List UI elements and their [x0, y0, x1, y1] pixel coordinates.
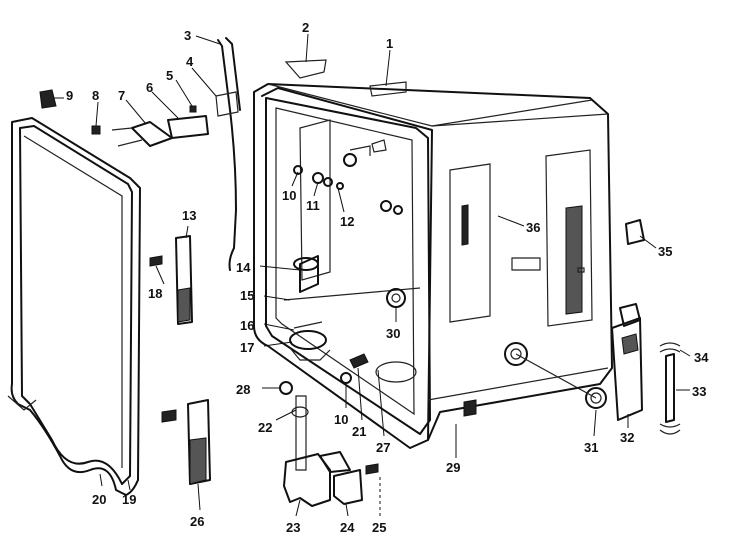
callout-35: 35	[658, 244, 672, 259]
top-brackets	[39, 37, 407, 271]
callout-9: 9	[66, 88, 73, 103]
callout-20: 20	[92, 492, 106, 507]
callout-21: 21	[352, 424, 366, 439]
callout-3: 3	[184, 28, 191, 43]
callout-17: 17	[240, 340, 254, 355]
callout-14: 14	[236, 260, 251, 275]
callout-32: 32	[620, 430, 634, 445]
callout-19: 19	[122, 492, 136, 507]
callout-27: 27	[376, 440, 390, 455]
leader-lines	[54, 33, 691, 517]
side-panels	[449, 149, 593, 327]
inner-tub-parts	[283, 119, 421, 383]
callout-13: 13	[182, 208, 196, 223]
callout-25: 25	[372, 520, 386, 535]
callout-11: 11	[306, 198, 320, 213]
callout-7: 7	[118, 88, 125, 103]
callout-36: 36	[526, 220, 540, 235]
latch-and-hinge-parts	[149, 235, 211, 485]
callout-24: 24	[340, 520, 355, 535]
callout-26: 26	[190, 514, 204, 529]
callout-33: 33	[692, 384, 706, 399]
callout-23: 23	[286, 520, 300, 535]
callout-numbers: 1 2 3 4 5 6 7 8 9 10 11 12 13 14 15 16 1…	[66, 20, 709, 535]
callout-30: 30	[386, 326, 400, 341]
callout-10: 10	[282, 188, 296, 203]
bottom-assembly	[279, 372, 379, 507]
callout-22: 22	[258, 420, 272, 435]
callout-29: 29	[446, 460, 460, 475]
callout-2: 2	[302, 20, 309, 35]
callout-28: 28	[236, 382, 250, 397]
callout-6: 6	[146, 80, 153, 95]
callout-10-second: 10	[334, 412, 348, 427]
right-external-parts	[463, 219, 681, 435]
callout-18: 18	[148, 286, 162, 301]
tub-frame	[253, 83, 613, 449]
callout-5: 5	[166, 68, 173, 83]
callout-16: 16	[240, 318, 254, 333]
callout-15: 15	[240, 288, 254, 303]
door-gasket	[7, 117, 141, 496]
callout-4: 4	[186, 54, 194, 69]
callout-1: 1	[386, 36, 393, 51]
callout-31: 31	[584, 440, 598, 455]
callout-12: 12	[340, 214, 354, 229]
callout-8: 8	[92, 88, 99, 103]
callout-34: 34	[694, 350, 709, 365]
